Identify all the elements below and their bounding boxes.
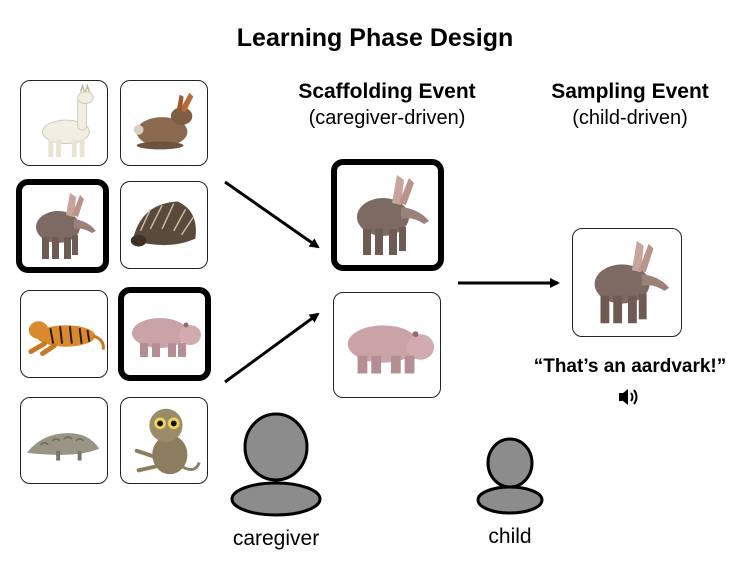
tiger-image bbox=[28, 321, 105, 356]
sampling-subheading: (child-driven) bbox=[572, 107, 688, 129]
aardvark-image bbox=[357, 175, 429, 255]
hippo-image bbox=[132, 318, 201, 357]
grid-card-pangolin bbox=[20, 397, 108, 484]
porcupine-image bbox=[130, 201, 196, 247]
grid-card-hippo bbox=[118, 287, 211, 381]
llama-image bbox=[42, 83, 94, 158]
sampling-heading: Sampling Event bbox=[551, 80, 709, 103]
tarsier-image bbox=[134, 408, 201, 475]
child-person-icon bbox=[476, 437, 544, 515]
arrow-to-hippo bbox=[224, 312, 320, 384]
rabbit-image bbox=[133, 92, 194, 150]
scaffold-card-aardvark bbox=[331, 159, 444, 271]
scaffolding-subheading: (caregiver-driven) bbox=[308, 107, 466, 129]
label-utterance: “That’s an aardvark!” bbox=[533, 356, 727, 377]
aardvark-image bbox=[594, 240, 670, 324]
hippo-image bbox=[347, 325, 435, 374]
sampled-card-aardvark bbox=[572, 228, 682, 337]
grid-card-tiger bbox=[20, 290, 108, 378]
grid-card-tarsier bbox=[120, 397, 208, 484]
caregiver-person-icon bbox=[230, 412, 322, 517]
label-child: child bbox=[488, 525, 532, 548]
label-caregiver: caregiver bbox=[232, 527, 320, 550]
aardvark-image bbox=[36, 193, 96, 259]
grid-card-llama bbox=[20, 80, 108, 166]
pangolin-image bbox=[26, 433, 100, 461]
scaffolding-heading: Scaffolding Event bbox=[298, 80, 476, 103]
grid-card-aardvark bbox=[16, 179, 109, 273]
scaffold-card-hippo bbox=[333, 292, 441, 398]
arrow-to-aardvark bbox=[224, 180, 320, 249]
diagram-title: Learning Phase Design bbox=[236, 24, 514, 52]
speaker-icon[interactable] bbox=[617, 386, 641, 408]
grid-card-porcupine bbox=[120, 181, 208, 269]
grid-card-rabbit bbox=[120, 80, 208, 166]
